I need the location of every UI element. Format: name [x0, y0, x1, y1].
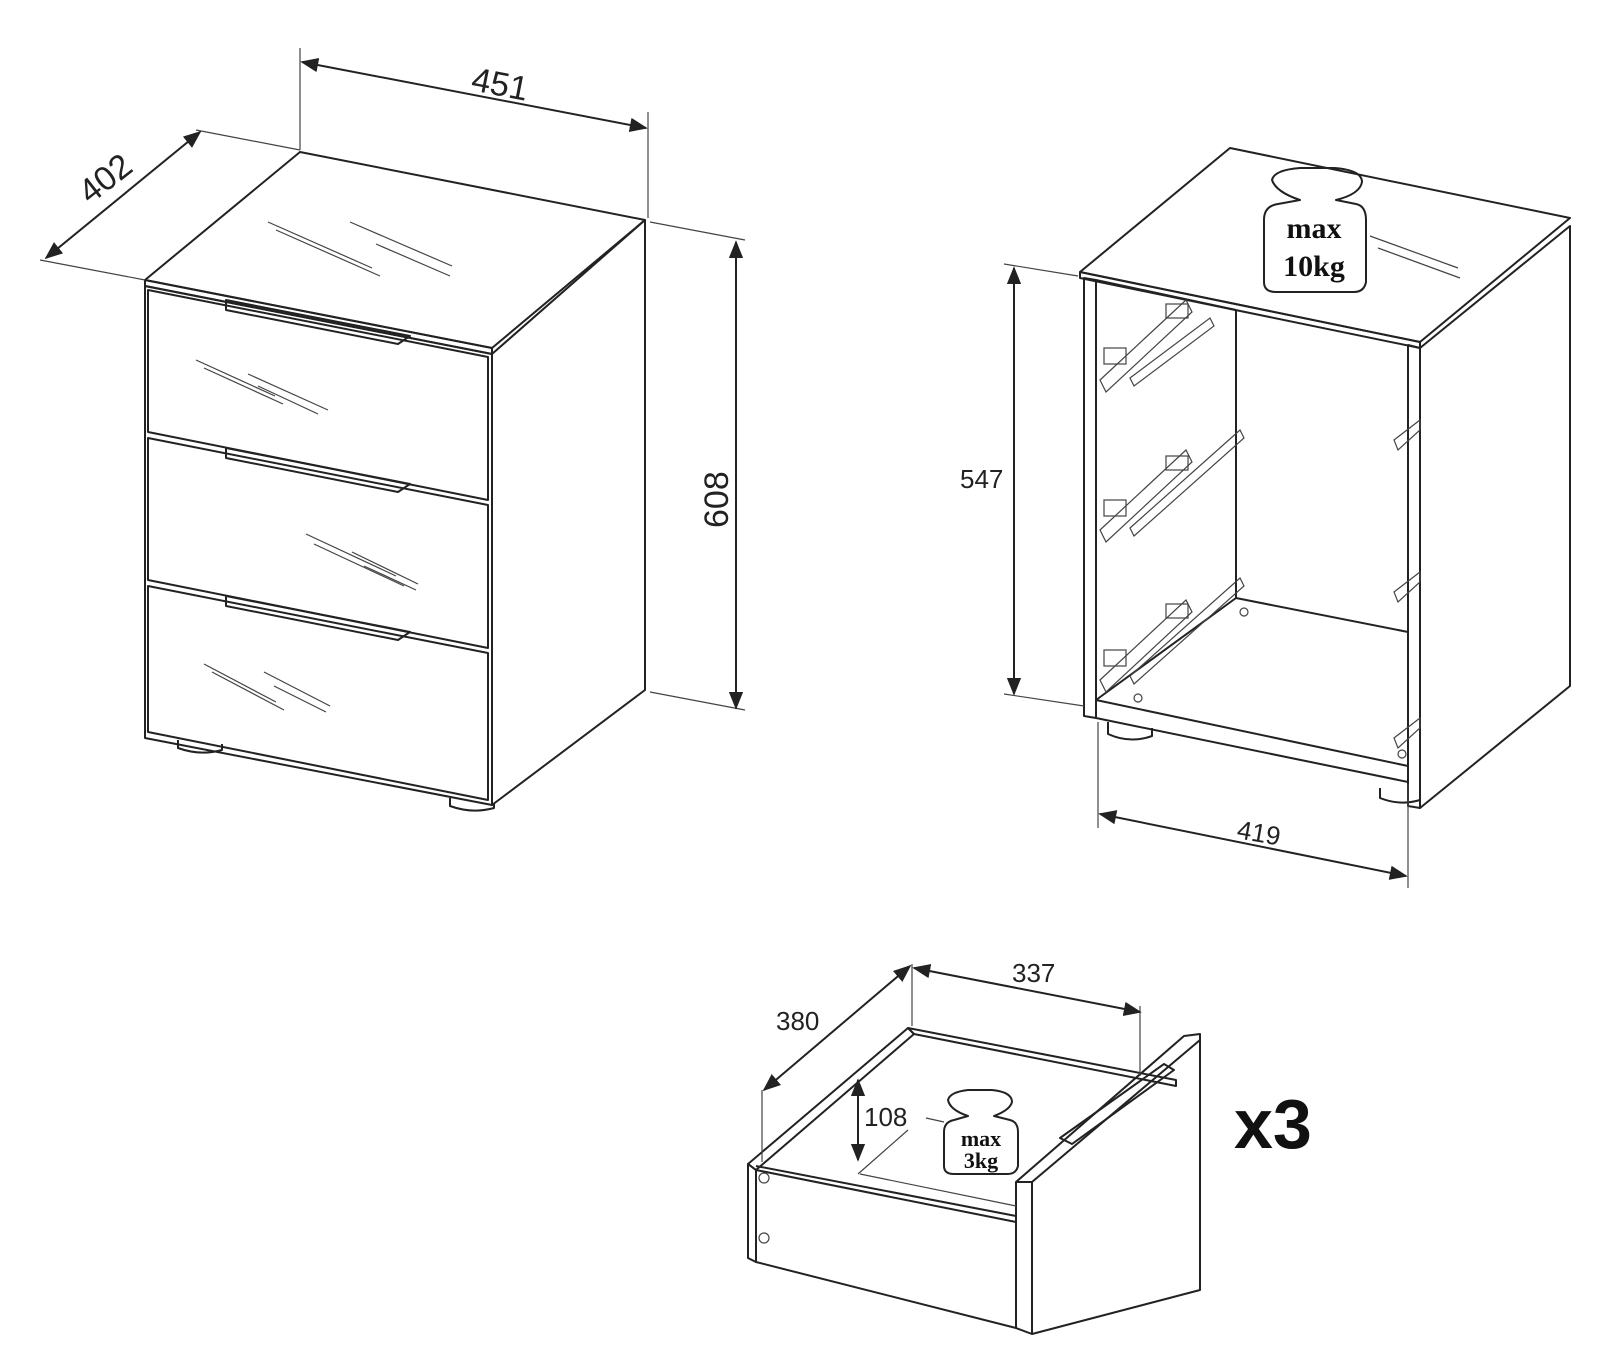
drawer-width-label: 337	[1012, 958, 1055, 988]
drawer-quantity-label: x3	[1234, 1085, 1312, 1163]
drawer-height-dimension-108: 108	[850, 1078, 945, 1162]
closed-cabinet-illustration	[144, 151, 646, 812]
drawer-width-dimension-337: 337	[912, 958, 1142, 1076]
height-label: 608	[698, 471, 736, 528]
inner-height-dimension-547: 547	[960, 263, 1085, 707]
depth-label: 402	[72, 146, 140, 211]
width-label: 451	[468, 61, 531, 109]
height-dimension-608: 608	[649, 221, 746, 711]
inner-width-label: 419	[1235, 814, 1283, 851]
width-dimension-451: 451	[299, 48, 649, 218]
depth-dimension-402: 402	[39, 129, 301, 281]
drawer-illustration	[747, 1027, 1201, 1335]
top-load-line2: 10kg	[1283, 250, 1345, 283]
weight-icon-3kg: max 3kg	[943, 1089, 1019, 1175]
inner-width-dimension-419: 419	[1097, 722, 1409, 888]
drawer-depth-dimension-380: 380	[761, 964, 913, 1162]
drawer-depth-label: 380	[776, 1006, 819, 1036]
top-load-line1: max	[1287, 212, 1342, 245]
drawer-load-line2: 3kg	[964, 1148, 998, 1173]
drawer-load-line1: max	[961, 1126, 1001, 1151]
open-cabinet-illustration	[1079, 147, 1571, 809]
inner-height-label: 547	[960, 464, 1003, 494]
drawer-height-label: 108	[864, 1102, 907, 1132]
weight-icon-10kg: max 10kg	[1263, 167, 1367, 293]
